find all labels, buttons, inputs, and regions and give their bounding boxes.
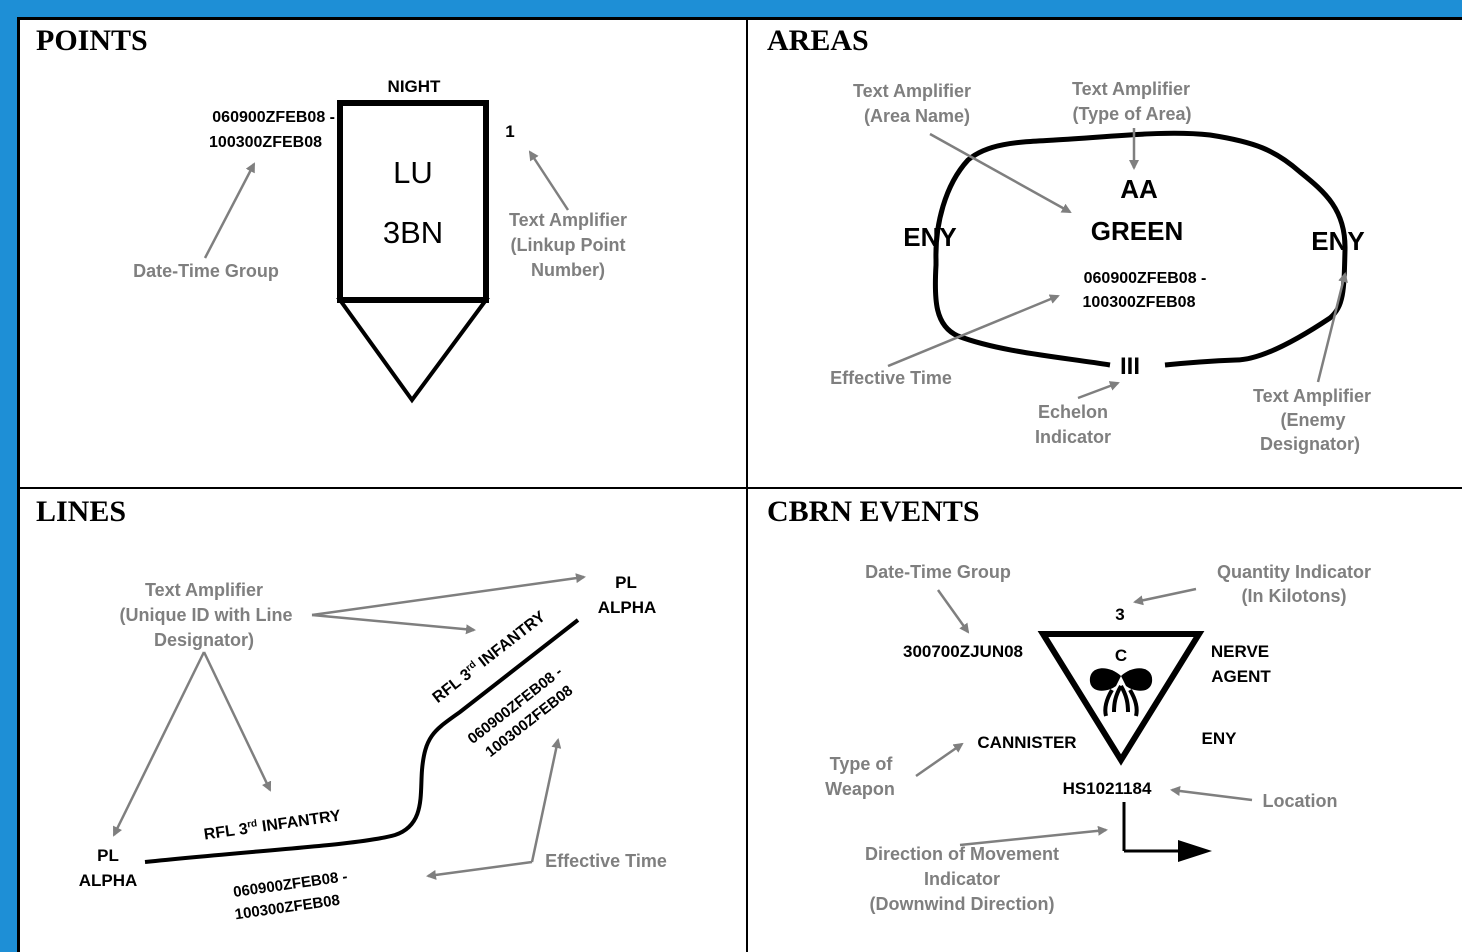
areas-enemy-label-3: Designator) xyxy=(1260,434,1360,454)
areas-effective-arrow xyxy=(887,294,1060,368)
lines-amp-label-2: (Unique ID with Line xyxy=(120,605,293,625)
points-amp-label-3: Number) xyxy=(531,260,605,280)
areas-eny-left: ENY xyxy=(903,222,956,252)
cbrn-agent-line1: NERVE xyxy=(1211,642,1269,661)
points-title: POINTS xyxy=(36,24,148,57)
lines-amp-label-3: Designator) xyxy=(154,630,254,650)
areas-panel: AREAS Text Amplifier (Area Name) Text Am… xyxy=(767,24,1371,454)
cbrn-qty-label-2: (In Kilotons) xyxy=(1242,586,1347,606)
points-amp-label-2: (Linkup Point xyxy=(511,235,626,255)
phase-line xyxy=(144,618,580,864)
areas-dtg-line2: 100300ZFEB08 xyxy=(1083,294,1196,311)
areas-name-value: GREEN xyxy=(1091,216,1183,246)
cbrn-dtg-value: 300700ZJUN08 xyxy=(903,642,1023,661)
cbrn-eny: ENY xyxy=(1202,729,1238,748)
lines-panel: LINES Text Amplifier (Unique ID with Lin… xyxy=(36,495,667,923)
lines-amp-arrow-lower xyxy=(202,651,272,792)
areas-echelon-label-1: Echelon xyxy=(1038,402,1108,422)
linkup-point-triangle xyxy=(336,298,490,404)
lines-pl-right-2: ALPHA xyxy=(598,598,657,617)
cbrn-direction-arrow xyxy=(959,825,1108,847)
areas-effective-label: Effective Time xyxy=(830,368,952,388)
areas-eny-right: ENY xyxy=(1311,226,1364,256)
lines-pl-right-1: PL xyxy=(615,573,637,592)
lines-title: LINES xyxy=(36,495,126,528)
points-dtg-line1: 060900ZFEB08 - xyxy=(212,109,335,126)
cbrn-location-arrow xyxy=(1170,786,1253,802)
cbrn-weapon-arrow xyxy=(915,742,964,778)
lines-effective-arrow-left xyxy=(426,860,533,880)
areas-echelon-arrow xyxy=(1077,381,1120,400)
lines-effective-arrow-up xyxy=(530,738,562,863)
areas-echelon-label-2: Indicator xyxy=(1035,427,1111,447)
cbrn-title: CBRN EVENTS xyxy=(767,495,980,528)
areas-echelon: III xyxy=(1120,353,1140,380)
areas-dtg-line1: 060900ZFEB08 - xyxy=(1084,270,1207,287)
lines-effective-label: Effective Time xyxy=(545,851,667,871)
areas-name-label-2: (Area Name) xyxy=(864,106,970,126)
cbrn-weapon-label-1: Type of xyxy=(830,754,894,774)
areas-name-arrow xyxy=(929,132,1072,214)
cbrn-qty-value: 3 xyxy=(1115,605,1124,624)
points-dtg-label: Date-Time Group xyxy=(133,261,279,281)
areas-type-label-1: Text Amplifier xyxy=(1072,79,1190,99)
lines-amp-arrow-upper xyxy=(311,613,476,635)
cbrn-dtg-label: Date-Time Group xyxy=(865,562,1011,582)
points-number: 1 xyxy=(505,122,514,141)
cbrn-qty-label-1: Quantity Indicator xyxy=(1217,562,1371,582)
cbrn-symbol-letter: C xyxy=(1115,646,1127,665)
cbrn-panel: CBRN EVENTS Date-Time Group Quantity Ind… xyxy=(767,495,1371,914)
points-dtg-line2: 100300ZFEB08 xyxy=(209,134,322,151)
points-amp-label-1: Text Amplifier xyxy=(509,210,627,230)
cbrn-location-label: Location xyxy=(1263,791,1338,811)
direction-arrowhead xyxy=(1178,840,1212,862)
areas-name-label-1: Text Amplifier xyxy=(853,81,971,101)
cbrn-weapon-label-2: Weapon xyxy=(825,779,895,799)
areas-enemy-label-2: (Enemy xyxy=(1280,410,1345,430)
areas-enemy-arrow xyxy=(1316,272,1348,383)
nerve-agent-icon xyxy=(1089,668,1153,717)
cbrn-weapon-value: CANNISTER xyxy=(977,733,1076,752)
points-amp-arrow xyxy=(528,150,570,211)
points-night-label: NIGHT xyxy=(388,77,442,96)
cbrn-agent-line2: AGENT xyxy=(1211,667,1271,686)
lines-amp-arrow-left xyxy=(112,651,206,837)
lines-pl-left-2: ALPHA xyxy=(79,871,138,890)
points-dtg-arrow xyxy=(203,162,256,259)
areas-type-value: AA xyxy=(1120,174,1158,204)
points-symbol-line2: 3BN xyxy=(383,215,443,250)
area-boundary xyxy=(932,130,1348,368)
areas-enemy-label-1: Text Amplifier xyxy=(1253,386,1371,406)
lines-amp-label-1: Text Amplifier xyxy=(145,580,263,600)
linkup-point-box xyxy=(337,100,489,303)
points-panel: POINTS NIGHT LU 3BN 060900ZFEB08 - 10030… xyxy=(36,24,627,404)
lines-amp-arrow-pl xyxy=(311,573,586,617)
cbrn-direction-label-3: (Downwind Direction) xyxy=(870,894,1055,914)
cbrn-qty-arrow xyxy=(1133,587,1197,606)
cbrn-triangle xyxy=(1037,631,1205,766)
areas-type-label-2: (Type of Area) xyxy=(1072,104,1191,124)
lines-lower-rfl: RFL 3rd INFANTRY xyxy=(203,806,342,843)
cbrn-direction-label-2: Indicator xyxy=(924,869,1000,889)
cbrn-direction-label-1: Direction of Movement xyxy=(865,844,1059,864)
cbrn-dtg-arrow xyxy=(936,589,970,634)
points-symbol-line1: LU xyxy=(393,155,433,190)
lines-pl-left-1: PL xyxy=(97,846,119,865)
areas-title: AREAS xyxy=(767,24,869,57)
cbrn-location-value: HS1021184 xyxy=(1063,779,1152,798)
